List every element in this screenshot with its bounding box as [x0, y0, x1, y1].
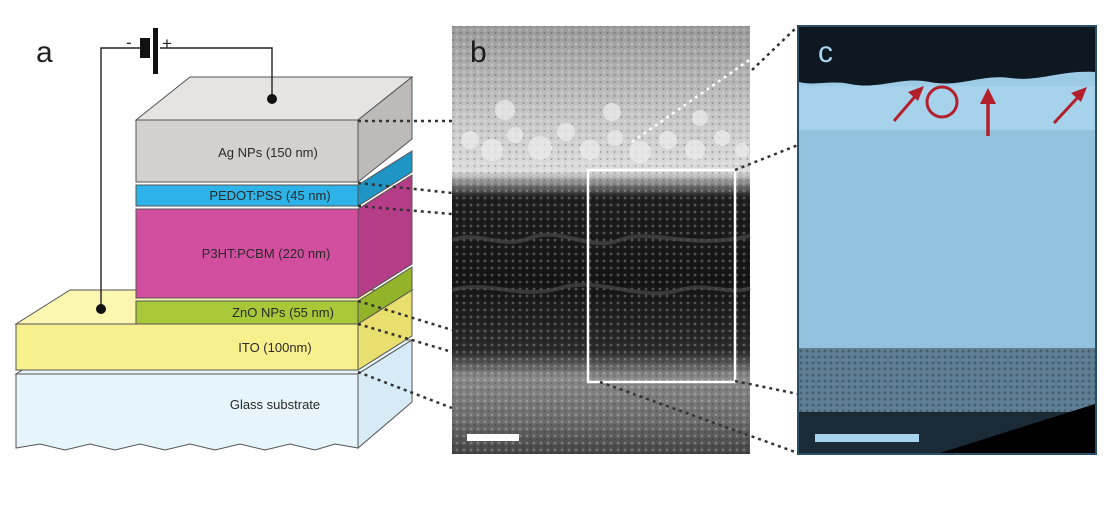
zno-front-face — [135, 300, 359, 325]
panel-c-label: c — [818, 36, 833, 69]
connector-zoom-bottom-left — [599, 380, 799, 455]
layer-zno: ZnO NPs (55 nm) — [135, 266, 413, 325]
tem-annotations — [892, 85, 1087, 136]
tem-ag-region — [799, 27, 1095, 86]
connector-pedot-top — [357, 181, 453, 195]
tem-zno-texture — [799, 348, 1095, 412]
red-arrow-left-head — [908, 86, 924, 101]
ag-label: Ag NPs (150 nm) — [218, 145, 318, 160]
connector-pedot-bottom — [357, 204, 453, 216]
wire-positive — [160, 47, 273, 99]
p3ht-label: P3HT:PCBM (220 nm) — [202, 246, 331, 261]
connector-ito — [357, 370, 453, 410]
red-circle-marker — [925, 85, 959, 119]
ito-front-face — [15, 323, 359, 371]
connector-zno-bottom — [357, 322, 453, 354]
device-stack: Glass substrate ITO (100nm) ZnO NPs (55 … — [14, 75, 414, 451]
glass-front-face — [15, 373, 359, 451]
ag-front-face — [135, 119, 359, 183]
zoom-region-box — [586, 168, 737, 384]
pedot-front-face — [135, 184, 359, 207]
panel-a-label: a — [36, 36, 53, 69]
connector-zno-top — [357, 299, 453, 332]
panel-b-sem-image: b — [451, 26, 751, 454]
contact-dot-ag — [267, 94, 277, 104]
battery-positive-plate — [153, 28, 158, 74]
contact-dot-ito — [96, 304, 106, 314]
red-arrow-right — [1052, 93, 1082, 125]
tem-scale-bar — [815, 434, 919, 442]
glass-label: Glass substrate — [230, 397, 320, 412]
pedot-label: PEDOT:PSS (45 nm) — [209, 188, 330, 203]
red-arrow-left — [892, 92, 920, 122]
zno-label: ZnO NPs (55 nm) — [232, 305, 334, 320]
battery-minus-sign: - — [126, 33, 132, 52]
battery-negative-plate — [140, 38, 150, 58]
sem-ag-particles — [461, 100, 749, 163]
connector-zoom-top-left — [631, 24, 799, 144]
p3ht-front-face — [135, 208, 359, 299]
panel-b-label: b — [470, 36, 487, 69]
connector-zoom-top-right — [734, 143, 799, 172]
tem-corner-black — [940, 404, 1095, 453]
sem-organic-texture — [451, 232, 751, 296]
red-arrow-middle-head — [980, 88, 996, 104]
red-arrow-right-head — [1071, 87, 1087, 102]
battery-plus-sign: + — [162, 34, 172, 53]
ito-label: ITO (100nm) — [238, 340, 311, 355]
tem-pedot-band — [799, 86, 1095, 130]
panel-c-tem-image: c — [797, 25, 1097, 455]
connector-zoom-top-left-outer — [751, 25, 799, 71]
wire-negative — [100, 47, 140, 309]
layer-pedot-pss: PEDOT:PSS (45 nm) — [135, 150, 413, 207]
sem-scale-bar — [467, 434, 519, 441]
connector-lines — [357, 24, 799, 455]
tem-active-layer — [799, 130, 1095, 348]
layer-p3ht-pcbm: P3HT:PCBM (220 nm) — [135, 174, 413, 299]
layer-ag-nps: Ag NPs (150 nm) — [134, 75, 414, 184]
external-circuit: - + — [96, 28, 277, 314]
